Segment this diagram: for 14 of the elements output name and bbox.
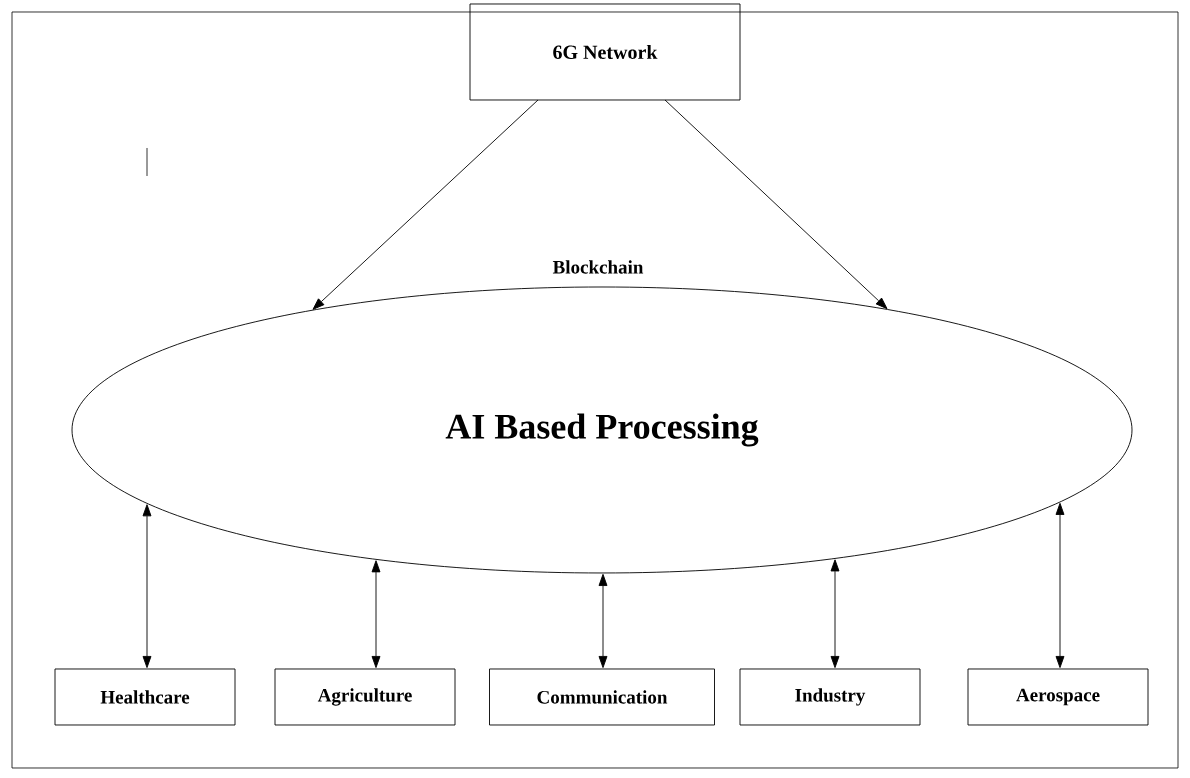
label-box: Aerospace xyxy=(967,668,1149,726)
arrow xyxy=(830,559,840,669)
arrow xyxy=(664,99,888,310)
arrow xyxy=(371,560,381,669)
label-box: 6G Network xyxy=(469,3,741,101)
arrow xyxy=(312,99,539,310)
arrow xyxy=(142,504,152,669)
label-box: Industry xyxy=(739,668,921,726)
label-box: Agriculture xyxy=(274,668,456,726)
arrow xyxy=(598,573,608,669)
heading-text: Blockchain xyxy=(552,260,644,274)
arrow xyxy=(1055,502,1065,669)
label-box: Healthcare xyxy=(54,668,236,726)
label-box: Communication xyxy=(489,668,715,726)
